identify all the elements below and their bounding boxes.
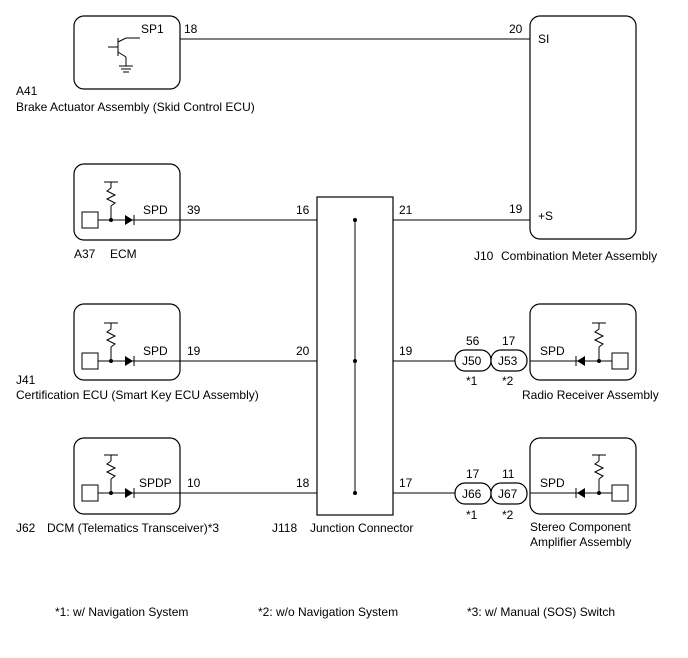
ecm-component: SPD 39 A37 ECM	[73, 163, 201, 261]
radio-receiver-component: SPD Radio Receiver Assembly J50 J53 56 1…	[454, 303, 659, 402]
radio-conn-a-note: *1	[466, 374, 478, 388]
combination-meter-si-pin: 20	[509, 22, 523, 36]
radio-receiver-terminal-label: SPD	[540, 344, 565, 358]
ecm-pin: 39	[187, 203, 201, 217]
stereo-amplifier-name-line1: Stereo Component	[530, 520, 631, 534]
footnote-1: *1: w/ Navigation System	[55, 605, 188, 619]
combination-meter-s-pin: 19	[509, 202, 523, 216]
junction-connector-component: 16 21 20 19 18 17 J118 Junction Connecto…	[272, 196, 413, 535]
junction-connector-code: J118	[272, 521, 297, 535]
dcm-pin: 10	[187, 476, 201, 490]
radio-connector-j53	[490, 349, 528, 372]
radio-conn-a-label: J50	[462, 354, 482, 368]
stereo-conn-a-label: J66	[462, 487, 482, 501]
ecm-code: A37	[74, 247, 96, 261]
junction-pin-right-top: 21	[399, 203, 413, 217]
combination-meter-s-label: +S	[538, 209, 553, 223]
brake-actuator-name: Brake Actuator Assembly (Skid Control EC…	[16, 100, 255, 114]
dcm-name: DCM (Telematics Transceiver)*3	[47, 521, 219, 535]
combination-meter-name: Combination Meter Assembly	[501, 249, 657, 263]
ecm-box	[73, 163, 181, 241]
combination-meter-si-label: SI	[538, 32, 549, 46]
transistor-icon	[108, 37, 140, 73]
junction-pin-right-mid: 19	[399, 344, 413, 358]
brake-actuator-terminal-label: SP1	[141, 22, 164, 36]
junction-connector-name: Junction Connector	[310, 521, 413, 535]
certification-ecu-pin: 19	[187, 344, 201, 358]
certification-ecu-name: Certification ECU (Smart Key ECU Assembl…	[16, 388, 259, 402]
junction-pin-left-bot: 18	[296, 476, 310, 490]
combination-meter-component: SI 20 +S 19 J10 Combination Meter Assemb…	[474, 15, 657, 263]
ecm-terminal-label: SPD	[143, 203, 168, 217]
brake-actuator-box	[73, 15, 181, 90]
dcm-code: J62	[16, 521, 36, 535]
radio-conn-a-pin: 56	[466, 334, 480, 348]
stereo-conn-a-pin: 17	[466, 467, 480, 481]
brake-actuator-component: SP1 18 A41 Brake Actuator Assembly (Skid…	[16, 15, 255, 114]
stereo-conn-b-pin: 11	[502, 467, 515, 481]
certification-ecu-component: SPD 19 J41 Certification ECU (Smart Key …	[16, 303, 259, 402]
junction-pin-left-top: 16	[296, 203, 310, 217]
certification-ecu-terminal-label: SPD	[143, 344, 168, 358]
stereo-conn-b-note: *2	[502, 508, 514, 522]
stereo-amplifier-terminal-label: SPD	[540, 476, 565, 490]
combination-meter-code: J10	[474, 249, 494, 263]
brake-actuator-code: A41	[16, 84, 38, 98]
junction-pin-left-mid: 20	[296, 344, 310, 358]
dcm-box	[73, 437, 181, 515]
stereo-amplifier-box	[529, 437, 637, 515]
footnote-3: *3: w/ Manual (SOS) Switch	[467, 605, 615, 619]
stereo-amplifier-component: SPD Stereo Component Amplifier Assembly …	[454, 437, 637, 549]
stereo-amplifier-name-line2: Amplifier Assembly	[530, 535, 631, 549]
dcm-component: SPDP 10 J62 DCM (Telematics Transceiver)…	[16, 437, 219, 535]
radio-conn-b-note: *2	[502, 374, 514, 388]
radio-conn-b-pin: 17	[502, 334, 516, 348]
wires	[180, 38, 530, 494]
radio-conn-b-label: J53	[498, 354, 518, 368]
certification-ecu-code: J41	[16, 373, 36, 387]
stereo-connector-j67	[490, 482, 528, 505]
brake-actuator-pin: 18	[184, 22, 198, 36]
junction-node	[353, 359, 357, 363]
radio-receiver-name: Radio Receiver Assembly	[522, 388, 659, 402]
junction-node	[353, 491, 357, 495]
footnotes: *1: w/ Navigation System *2: w/o Navigat…	[55, 605, 615, 619]
footnote-2: *2: w/o Navigation System	[258, 605, 398, 619]
ecm-name: ECM	[110, 247, 137, 261]
junction-node	[353, 218, 357, 222]
stereo-conn-a-note: *1	[466, 508, 478, 522]
combination-meter-box	[529, 15, 637, 240]
junction-pin-right-bot: 17	[399, 476, 413, 490]
stereo-conn-b-label: J67	[498, 487, 518, 501]
pullup-diode-icon	[81, 181, 180, 229]
dcm-terminal-label: SPDP	[139, 476, 172, 490]
